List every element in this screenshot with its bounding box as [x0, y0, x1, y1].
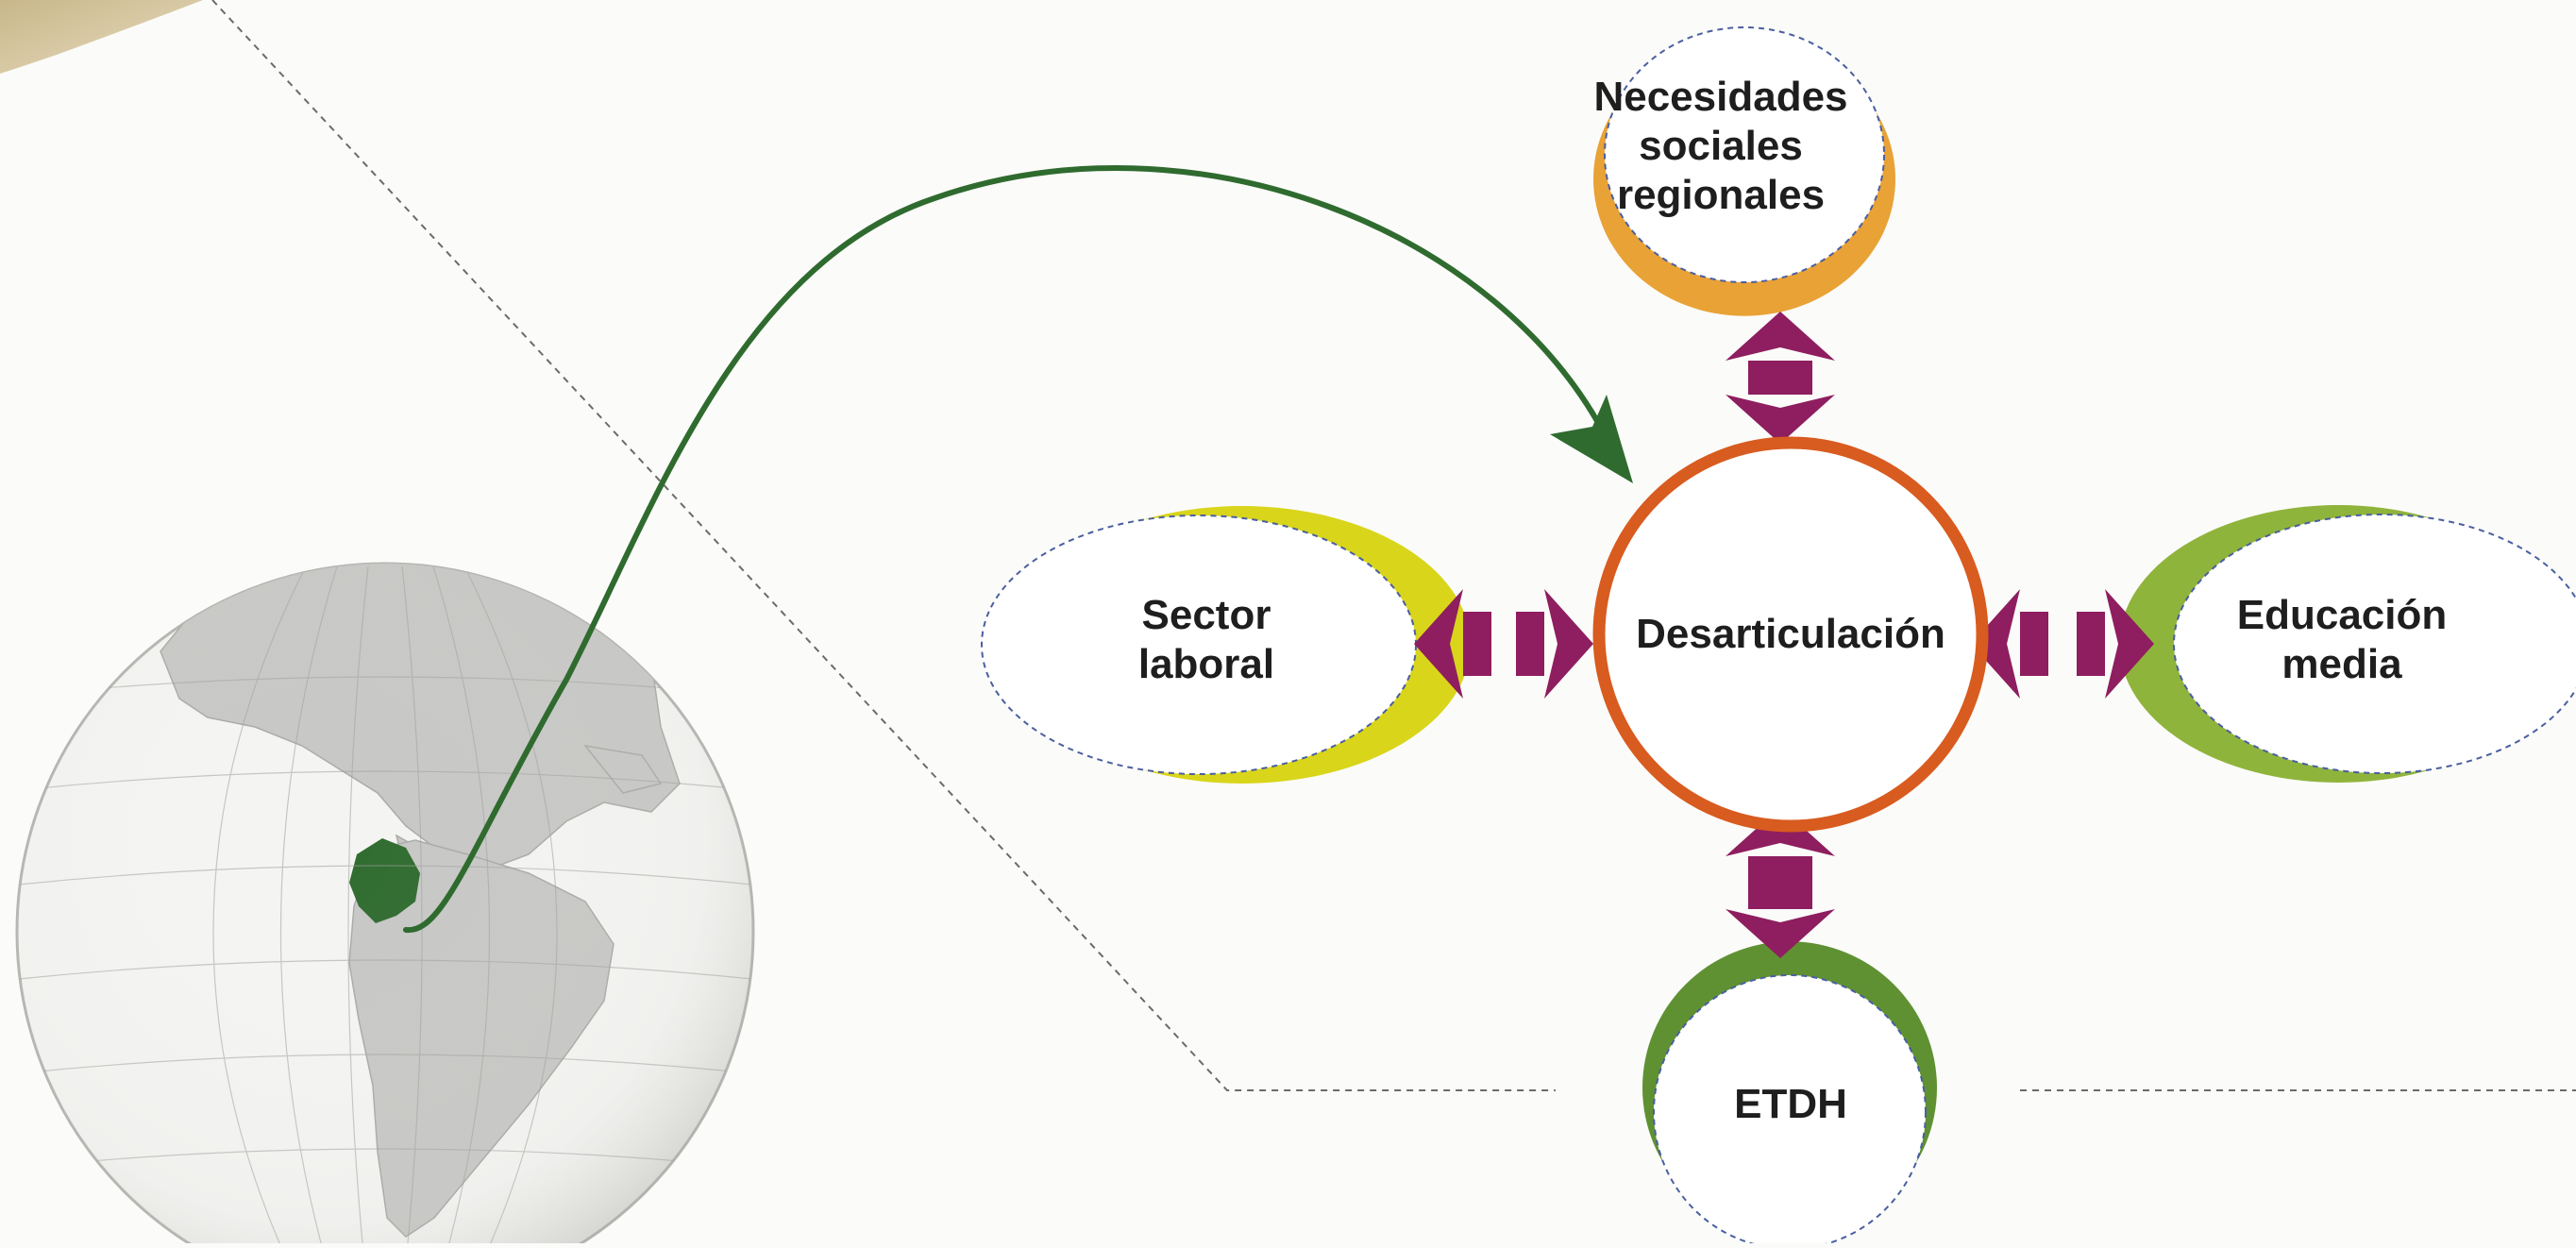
arrow-top-up: [1726, 312, 1835, 361]
arrows-layer: [1414, 312, 2154, 958]
nodes-layer: [981, 26, 2576, 1248]
connector-arrow: [403, 164, 1612, 934]
node-bottom-label: ETDH: [1696, 1071, 1885, 1138]
dashed-guide-left: [211, 0, 1556, 1091]
arrow-bottom-down-stem: [1748, 881, 1812, 909]
node-top-ellipse: [1604, 26, 1885, 283]
globe: [15, 562, 755, 1248]
globe-shading: [17, 564, 753, 1248]
center-ring: [1592, 436, 1989, 833]
paper-corner-decoration: [0, 0, 203, 74]
node-left-label: Sector laboral: [1084, 583, 1329, 697]
node-right-line-1: Educación: [2236, 592, 2448, 639]
node-bottom-line-1: ETDH: [1734, 1081, 1847, 1128]
node-right-ellipse: [2173, 514, 2576, 774]
center-label: Desarticulación: [1636, 611, 1945, 658]
arrow-bottom-up-stem: [1748, 856, 1812, 885]
node-bottom-ellipse: [1653, 974, 1927, 1248]
arrow-left-out: [1414, 589, 1463, 699]
node-right-label: Educación media: [2214, 583, 2469, 697]
node-left-line-2: laboral: [1137, 641, 1275, 687]
node-top-label: Necesidades sociales regionales: [1579, 57, 1862, 236]
arrow-right-in: [1971, 589, 2020, 699]
arrow-left-out-stem: [1463, 612, 1491, 676]
arrow-right-out: [2105, 589, 2154, 699]
alaska-land: [196, 564, 261, 591]
node-top-line-1: Necesidades: [1593, 74, 1848, 121]
arrow-left-in-stem: [1516, 612, 1544, 676]
arrow-bottom-down: [1726, 909, 1835, 958]
node-right-line-2: media: [2281, 641, 2402, 687]
connector-arrowhead: [1550, 395, 1633, 483]
node-top-line-3: regionales: [1616, 171, 1826, 218]
node-top-line-2: sociales: [1639, 123, 1803, 170]
arrow-top-down: [1726, 395, 1835, 444]
arrow-right-out-stem: [2077, 612, 2105, 676]
arrow-top-down-stem: [1748, 366, 1812, 395]
node-left-line-1: Sector: [1141, 592, 1271, 639]
greenland-land: [574, 564, 666, 567]
arrow-left-in: [1544, 589, 1593, 699]
arrow-right-in-stem: [2020, 612, 2048, 676]
